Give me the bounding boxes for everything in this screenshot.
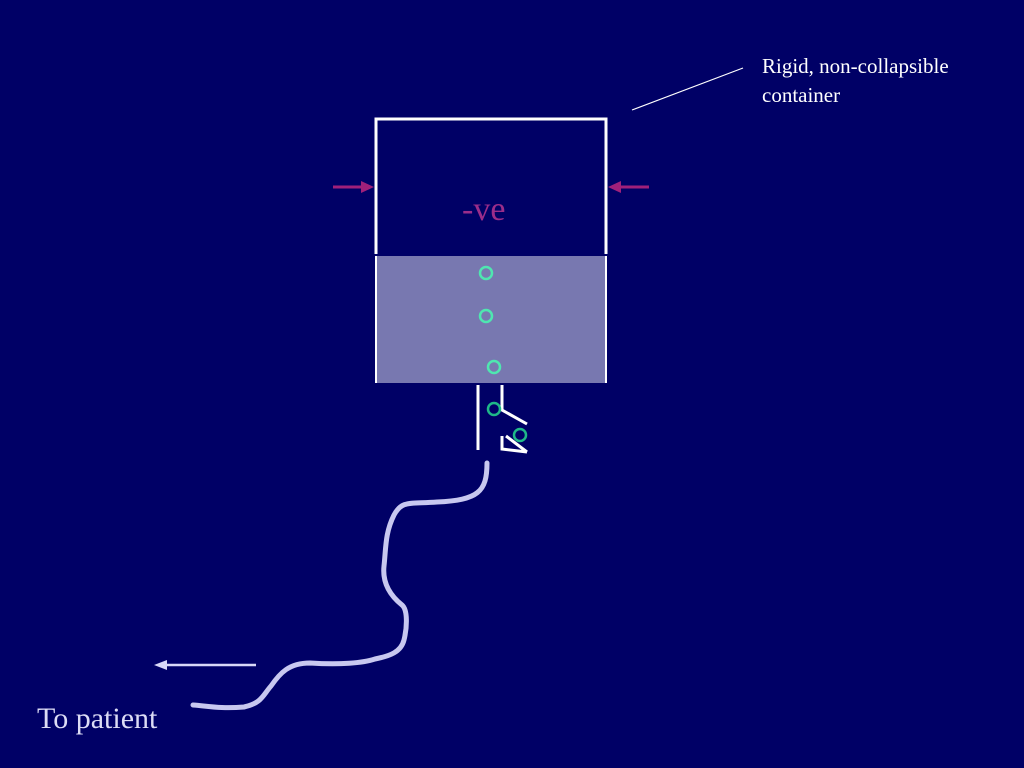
circle-outline-icon [512, 427, 528, 443]
container-callout-label: Rigid, non-collapsible container [762, 52, 949, 110]
negative-pressure-label: -ve [462, 191, 506, 228]
rigid-container [374, 117, 608, 254]
to-patient-label: To patient [37, 702, 158, 735]
callout-leader-line [631, 67, 744, 111]
outlet-valve-flap [500, 385, 528, 454]
circle-outline-icon [478, 308, 494, 324]
circle-outline-icon [486, 401, 502, 417]
container-callout-line2: container [762, 83, 841, 107]
iv-tubing [190, 460, 490, 711]
circle-outline-icon [486, 359, 502, 375]
circle-outline-icon [478, 265, 494, 281]
container-callout-line1: Rigid, non-collapsible [762, 54, 949, 78]
arrow-right-icon [333, 181, 374, 193]
arrow-left-icon [154, 660, 256, 670]
arrow-left-icon [608, 181, 649, 193]
